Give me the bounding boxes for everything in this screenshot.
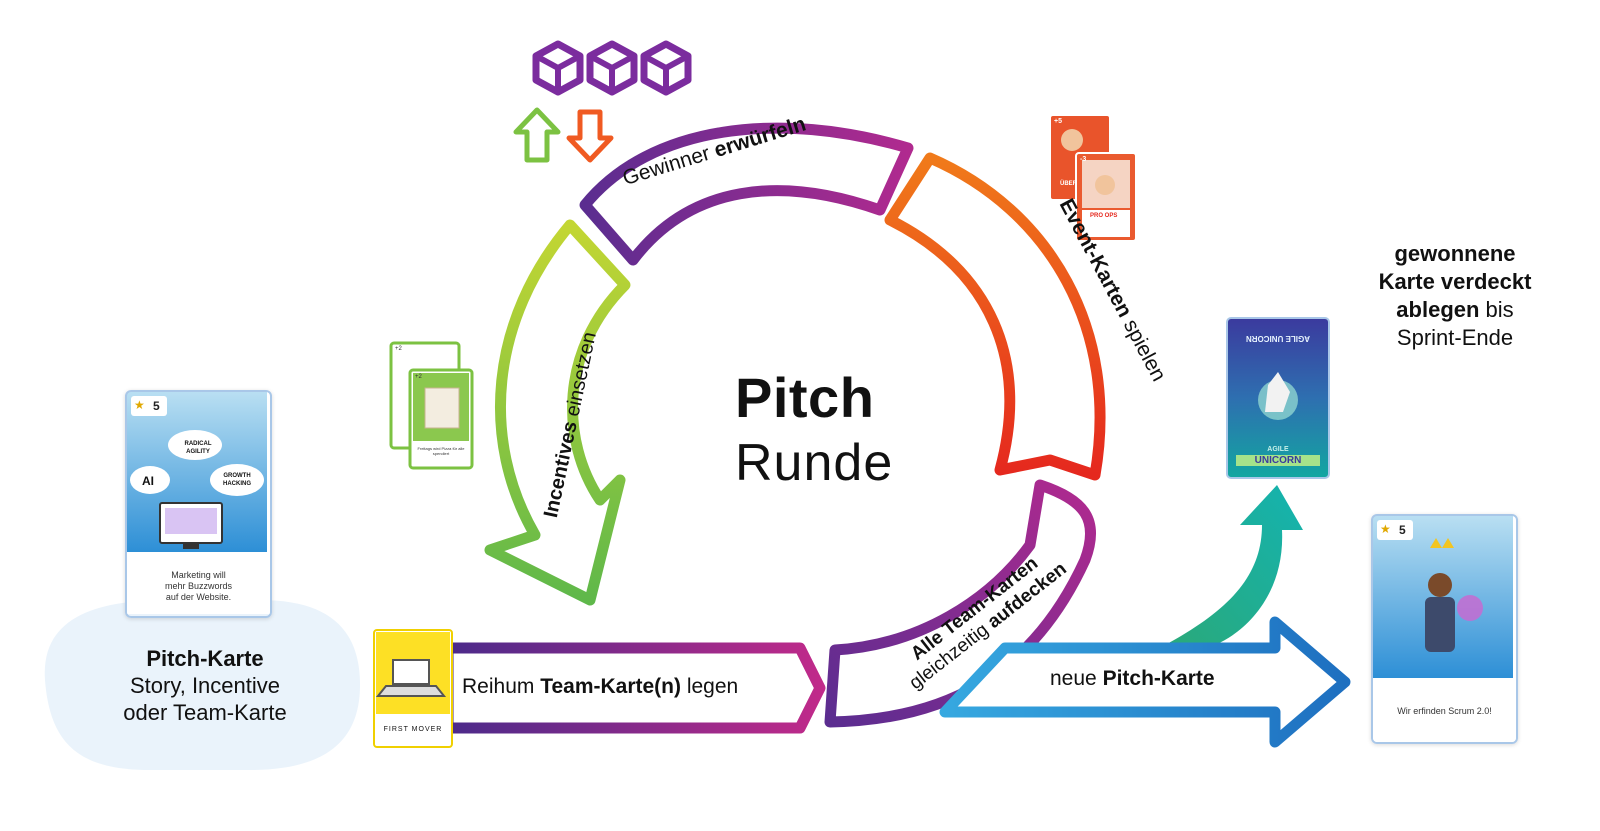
team-step-label: Reihum Team-Karte(n) legen — [462, 675, 739, 698]
score-badge: ★ 5 — [131, 396, 167, 416]
event-badge: -3 — [1080, 156, 1087, 163]
trophy-icon: ★ — [1380, 522, 1391, 536]
incentives-step-arrow — [484, 219, 631, 606]
pitch-card-description: Pitch-Karte Story, Incentive oder Team-K… — [123, 646, 287, 725]
incentive-badge: +2 — [415, 374, 422, 380]
new-pitch-step-arrow — [939, 616, 1351, 748]
incentive-card-stack — [389, 341, 474, 470]
pitch-card-bubble — [44, 600, 360, 770]
round-title: Pitch — [735, 366, 875, 429]
won-card-note: gewonnene Karte verdeckt ablegen bis Spr… — [1378, 241, 1532, 350]
card-caption-area: Wir erfinden Scrum 2.0! — [1373, 680, 1516, 742]
trophy-icon: ★ — [134, 398, 145, 412]
unicorn-small-text: AGILE — [1267, 446, 1289, 453]
pitch-card-right: ★ 5 Wir erfinden Scrum 2.0! — [1371, 514, 1518, 744]
dice-step-arrow — [579, 122, 914, 266]
pitch-card-left-art — [127, 392, 267, 552]
event-name: ÜBER — [1060, 181, 1078, 187]
dice-icon — [532, 40, 584, 96]
first-mover-card — [373, 629, 453, 748]
pitch-card-left: ★ 5 RADICAL AGILITY AI GROWTH HACKING Ma… — [125, 390, 272, 618]
round-subtitle: Runde — [735, 434, 894, 492]
events-step-arrow — [884, 152, 1106, 481]
incentive-badge: +2 — [395, 346, 402, 352]
event-badge: +5 — [1054, 118, 1062, 125]
event-name: PRO OPS — [1090, 213, 1118, 219]
score-badge: ★ 5 — [1377, 520, 1413, 540]
unicorn-top-text: AGILE UNICORN — [1246, 334, 1310, 343]
bubble-text: GROWTH HACKING — [223, 473, 251, 487]
unicorn-big-text: UNICORN — [1236, 455, 1320, 466]
dice-icon — [640, 40, 692, 96]
bubble-text: RADICAL AGILITY — [184, 441, 212, 455]
bubble-text: AI — [142, 474, 154, 488]
first-mover-caption: FIRST MOVER — [383, 726, 443, 733]
reveal-step-arrow — [824, 479, 1097, 728]
event-card-stack — [1049, 114, 1137, 242]
dice-icon — [586, 40, 638, 96]
arrow-down-icon — [566, 109, 614, 163]
card-caption-area: Marketing will mehr Buzzwords auf der We… — [127, 554, 270, 614]
pitch-card-right-art — [1373, 516, 1513, 678]
unicorn-icon — [1265, 372, 1290, 412]
incentive-caption: Freitags wird Pizza für alle spendiert — [417, 446, 465, 456]
won-card-arrow — [1165, 485, 1303, 645]
arrow-up-icon — [513, 107, 561, 163]
unicorn-card — [1226, 317, 1330, 479]
new-pitch-step-label: neue Pitch-Karte — [1050, 667, 1215, 690]
